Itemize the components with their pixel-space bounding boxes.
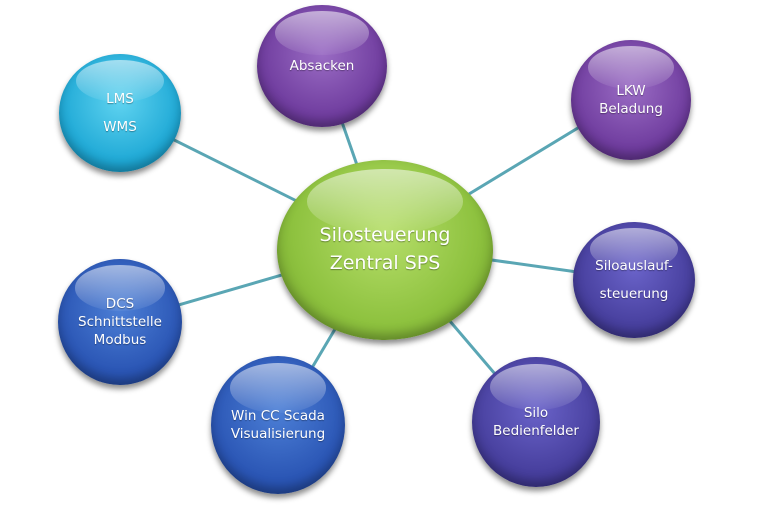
center-label-1: Silosteuerung: [319, 224, 451, 247]
node-wincc-scada: Win CC Scada Visualisierung: [211, 356, 345, 494]
node-wincc-label-1: Win CC Scada: [231, 407, 325, 424]
node-center-silosteuerung: Silosteuerung Zentral SPS: [277, 160, 493, 340]
node-lms-label-1: LMS: [106, 90, 134, 107]
node-siloauslaufsteuerung: Siloauslauf- steuerung: [573, 222, 695, 338]
node-silo-bedienfelder: Silo Bedienfelder: [472, 357, 600, 487]
node-dcs-schnittstelle: DCS Schnittstelle Modbus: [58, 259, 182, 385]
node-dcs-label-3: Modbus: [93, 332, 147, 349]
node-siloauslauf-label-1: Siloauslauf-: [595, 257, 673, 274]
node-absacken: Absacken: [257, 5, 387, 127]
node-siloauslauf-label-2: steuerung: [599, 286, 669, 302]
node-lkw-beladung: LKW Beladung: [571, 40, 691, 160]
node-dcs-label-1: DCS: [105, 295, 135, 312]
node-silo-label-1: Silo: [523, 404, 549, 421]
node-silo-label-2: Bedienfelder: [493, 423, 579, 439]
node-lms-label-2: WMS: [103, 119, 137, 135]
node-lkw-label-2: Beladung: [599, 101, 663, 117]
node-wincc-label-2: Visualisierung: [230, 426, 326, 442]
node-dcs-label-2: Schnittstelle: [78, 313, 162, 330]
center-label-2: Zentral SPS: [329, 252, 441, 274]
node-absacken-label: Absacken: [289, 57, 355, 74]
node-lms-wms: LMS WMS: [59, 54, 181, 172]
node-lkw-label-1: LKW: [616, 82, 646, 99]
